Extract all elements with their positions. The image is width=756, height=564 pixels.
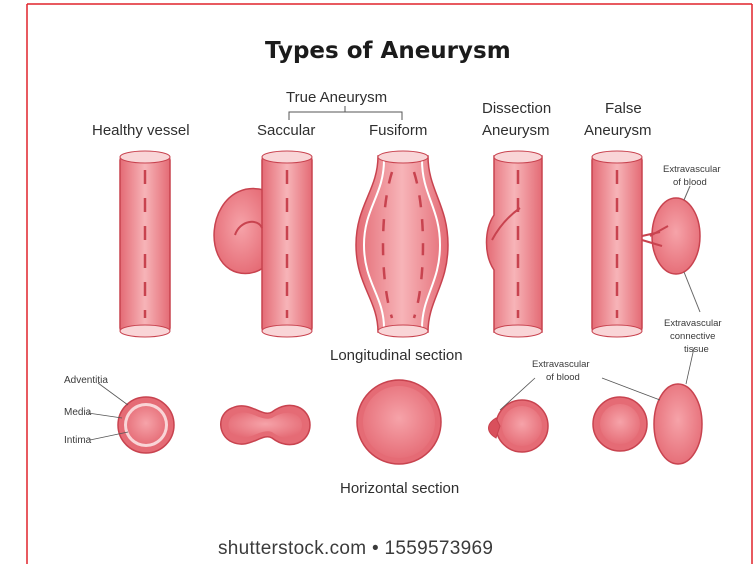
cross-section-fusiform [357, 380, 441, 464]
watermark-footer: shutterstock.com • 1559573969 [218, 538, 493, 560]
annotation-extravascular-blood-line2: of blood [673, 177, 707, 189]
horizontal-section-label: Horizontal section [340, 480, 459, 497]
cross-section-healthy [88, 383, 174, 453]
annotation-connective-line3: tissue [684, 344, 709, 356]
cross-section-saccular [221, 405, 310, 444]
annotation-connective-line1: Extravascular [664, 318, 722, 330]
healthy-vessel [120, 151, 170, 337]
annotation-connective-line2: connective [670, 331, 715, 343]
cross-section-dissection [489, 378, 549, 452]
cross-section-false [593, 348, 702, 464]
annotation-extravascular-blood-line1: Extravascular [663, 164, 721, 176]
fusiform-aneurysm [356, 151, 448, 337]
annotation-dissection-blood-line2: of blood [546, 372, 580, 384]
layer-label-media: Media [64, 407, 91, 418]
layer-label-adventitia: Adventitia [64, 375, 108, 386]
layer-label-intima: Intima [64, 435, 91, 446]
longitudinal-section-label: Longitudinal section [330, 347, 463, 364]
dissection-aneurysm [487, 151, 543, 337]
annotation-dissection-blood-line1: Extravascular [532, 359, 590, 371]
saccular-aneurysm [214, 151, 312, 337]
